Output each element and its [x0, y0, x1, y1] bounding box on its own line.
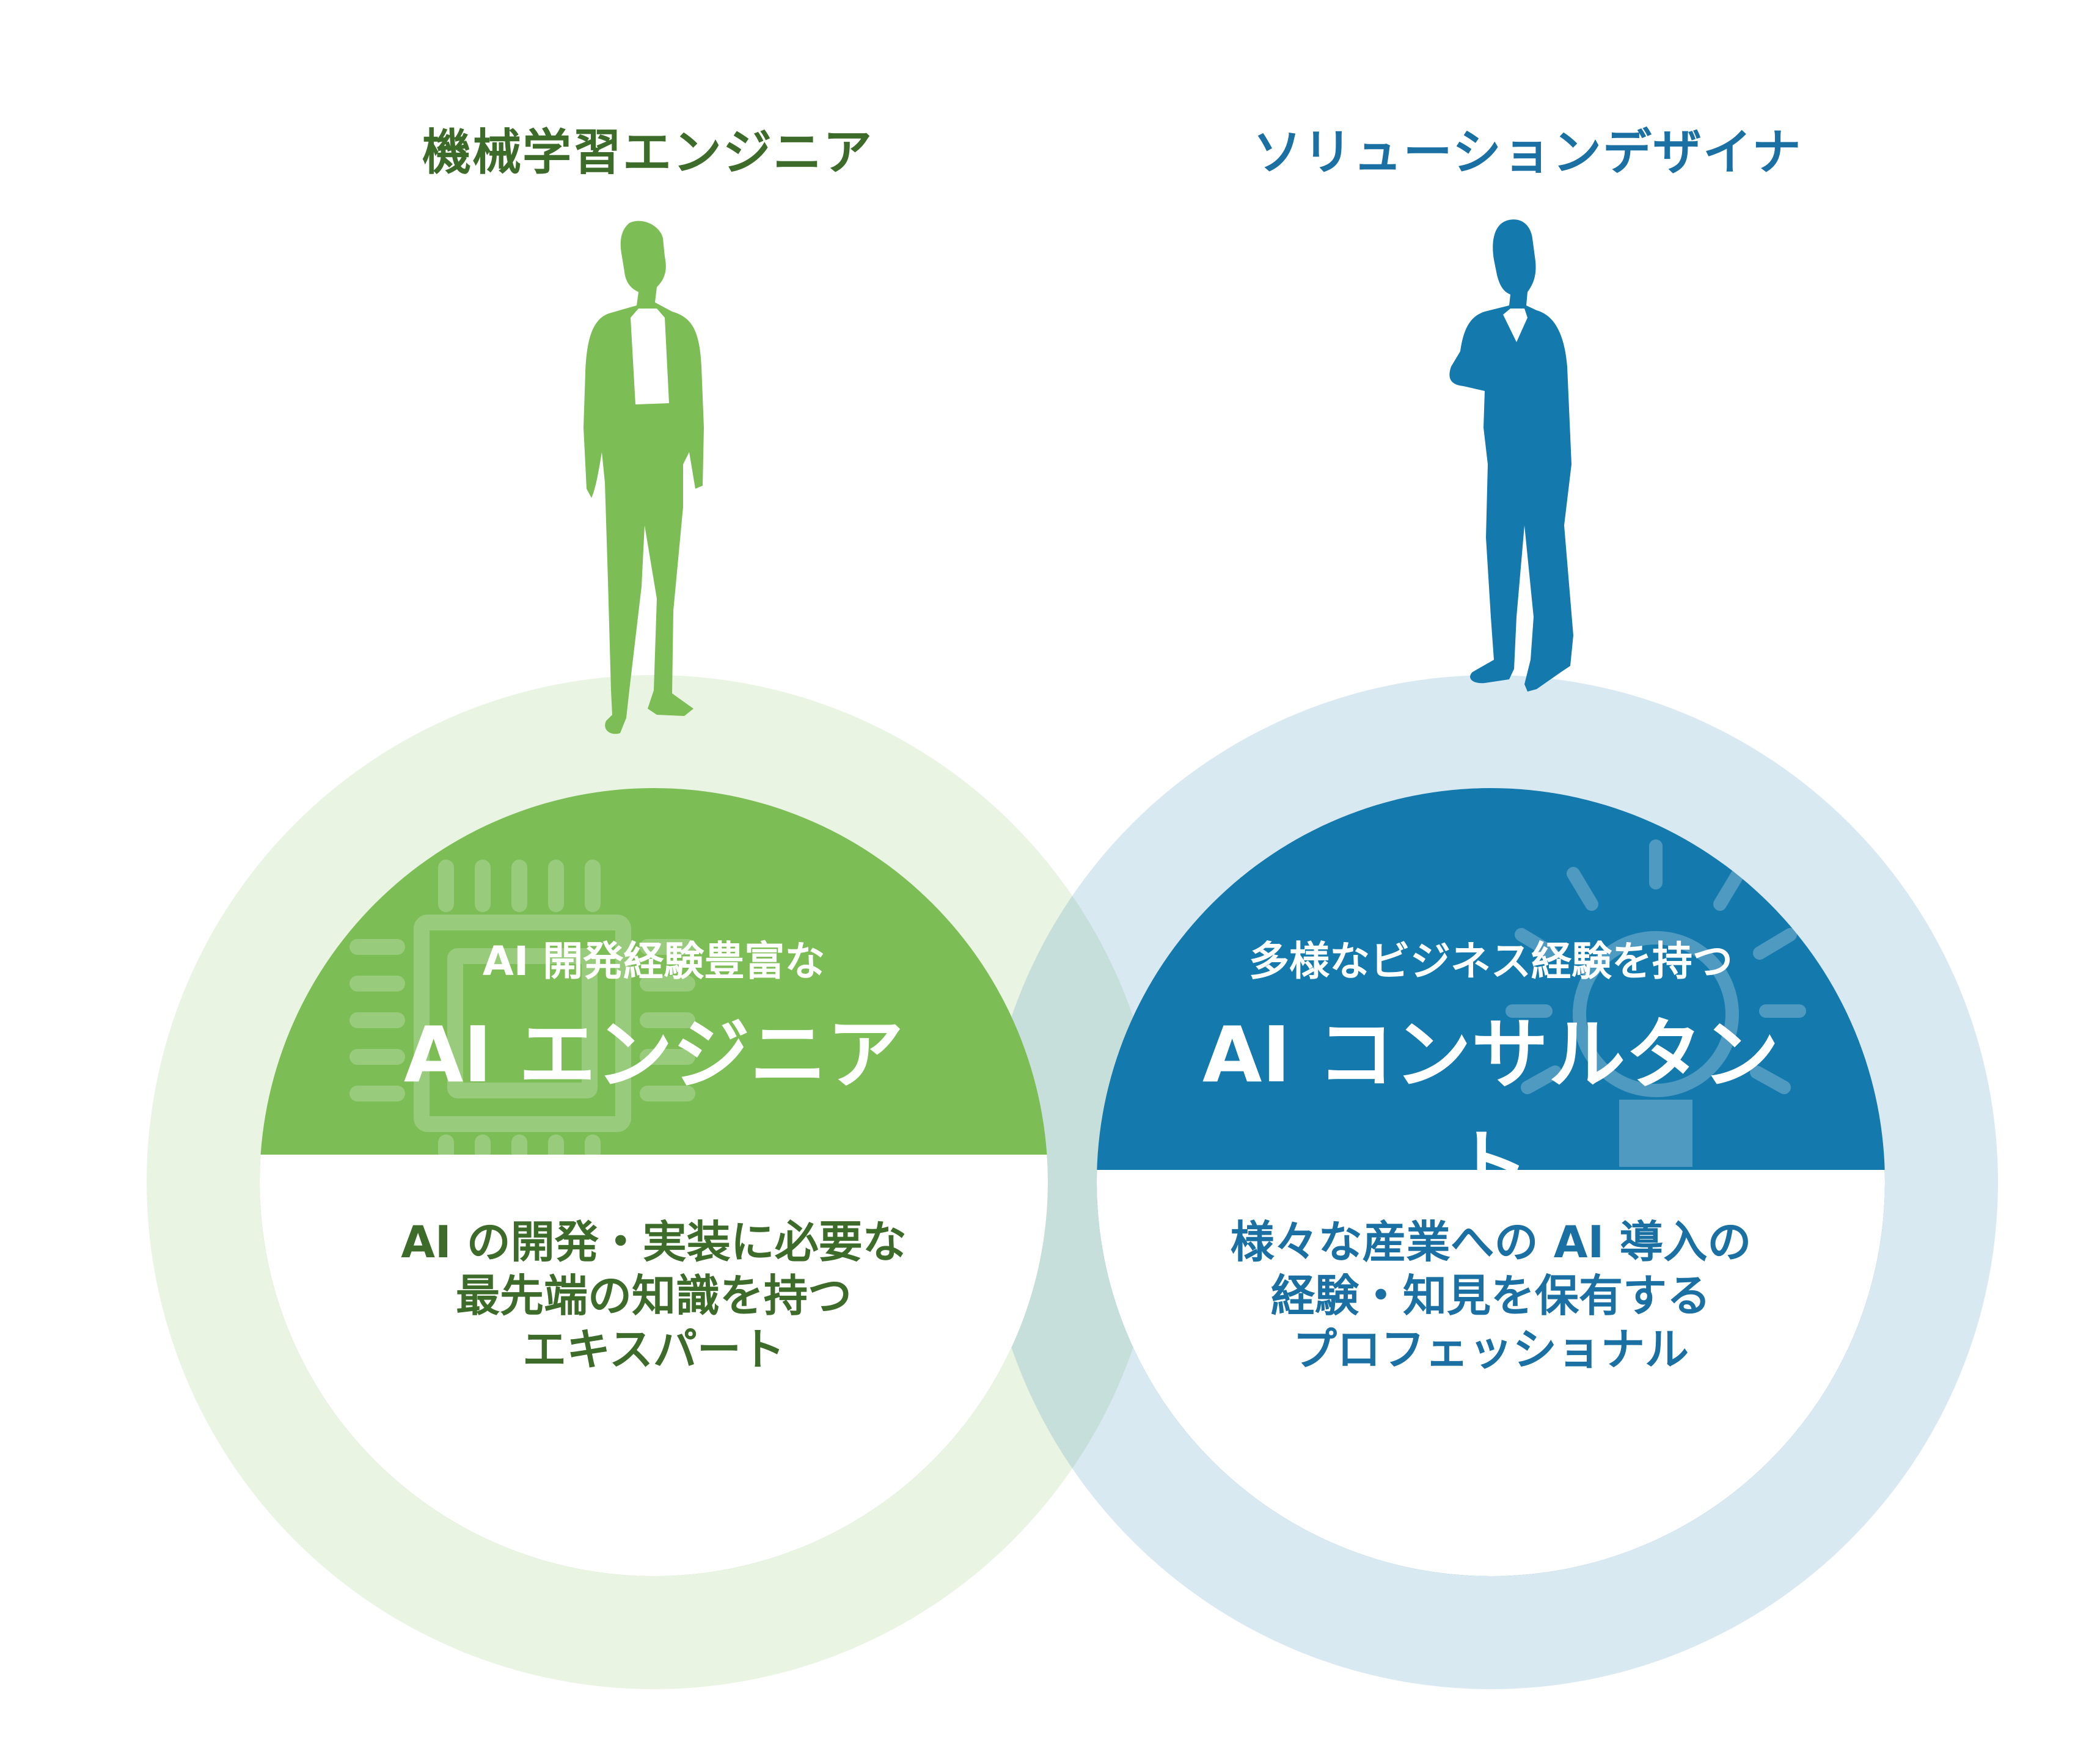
left-title: AI エンジニア	[403, 1010, 904, 1100]
lightbulb-icon	[1505, 839, 1806, 1097]
left-role-title: 機械学習エンジニア	[422, 124, 873, 181]
left-description-line: エキスパート	[522, 1323, 785, 1375]
right-description-line: 経験・知見を保有する	[1270, 1269, 1711, 1321]
left-person-silhouette	[584, 221, 704, 734]
right-description-line: プロフェッショナル	[1292, 1323, 1689, 1375]
right-description: 様々な産業への AI 導入の 経験・知見を保有する プロフェッショナル	[1185, 1216, 1796, 1376]
left-description: AI の開発・実装に必要な 最先端の知識を持つ エキスパート	[348, 1216, 959, 1376]
right-title: AI コンサルタント	[1202, 1010, 1780, 1211]
left-description-line: AI の開発・実装に必要な	[401, 1216, 907, 1268]
left-subtitle: AI 開発経験豊富な	[482, 938, 825, 985]
right-person-silhouette	[1449, 219, 1573, 692]
right-role-title: ソリューションデザイナ	[1253, 124, 1802, 181]
right-subtitle: 多様なビジネス経験を持つ	[1249, 938, 1733, 985]
right-description-line: 様々な産業への AI 導入の	[1230, 1216, 1752, 1268]
lightbulb-base-icon	[1619, 1100, 1692, 1167]
left-description-line: 最先端の知識を持つ	[455, 1269, 852, 1321]
